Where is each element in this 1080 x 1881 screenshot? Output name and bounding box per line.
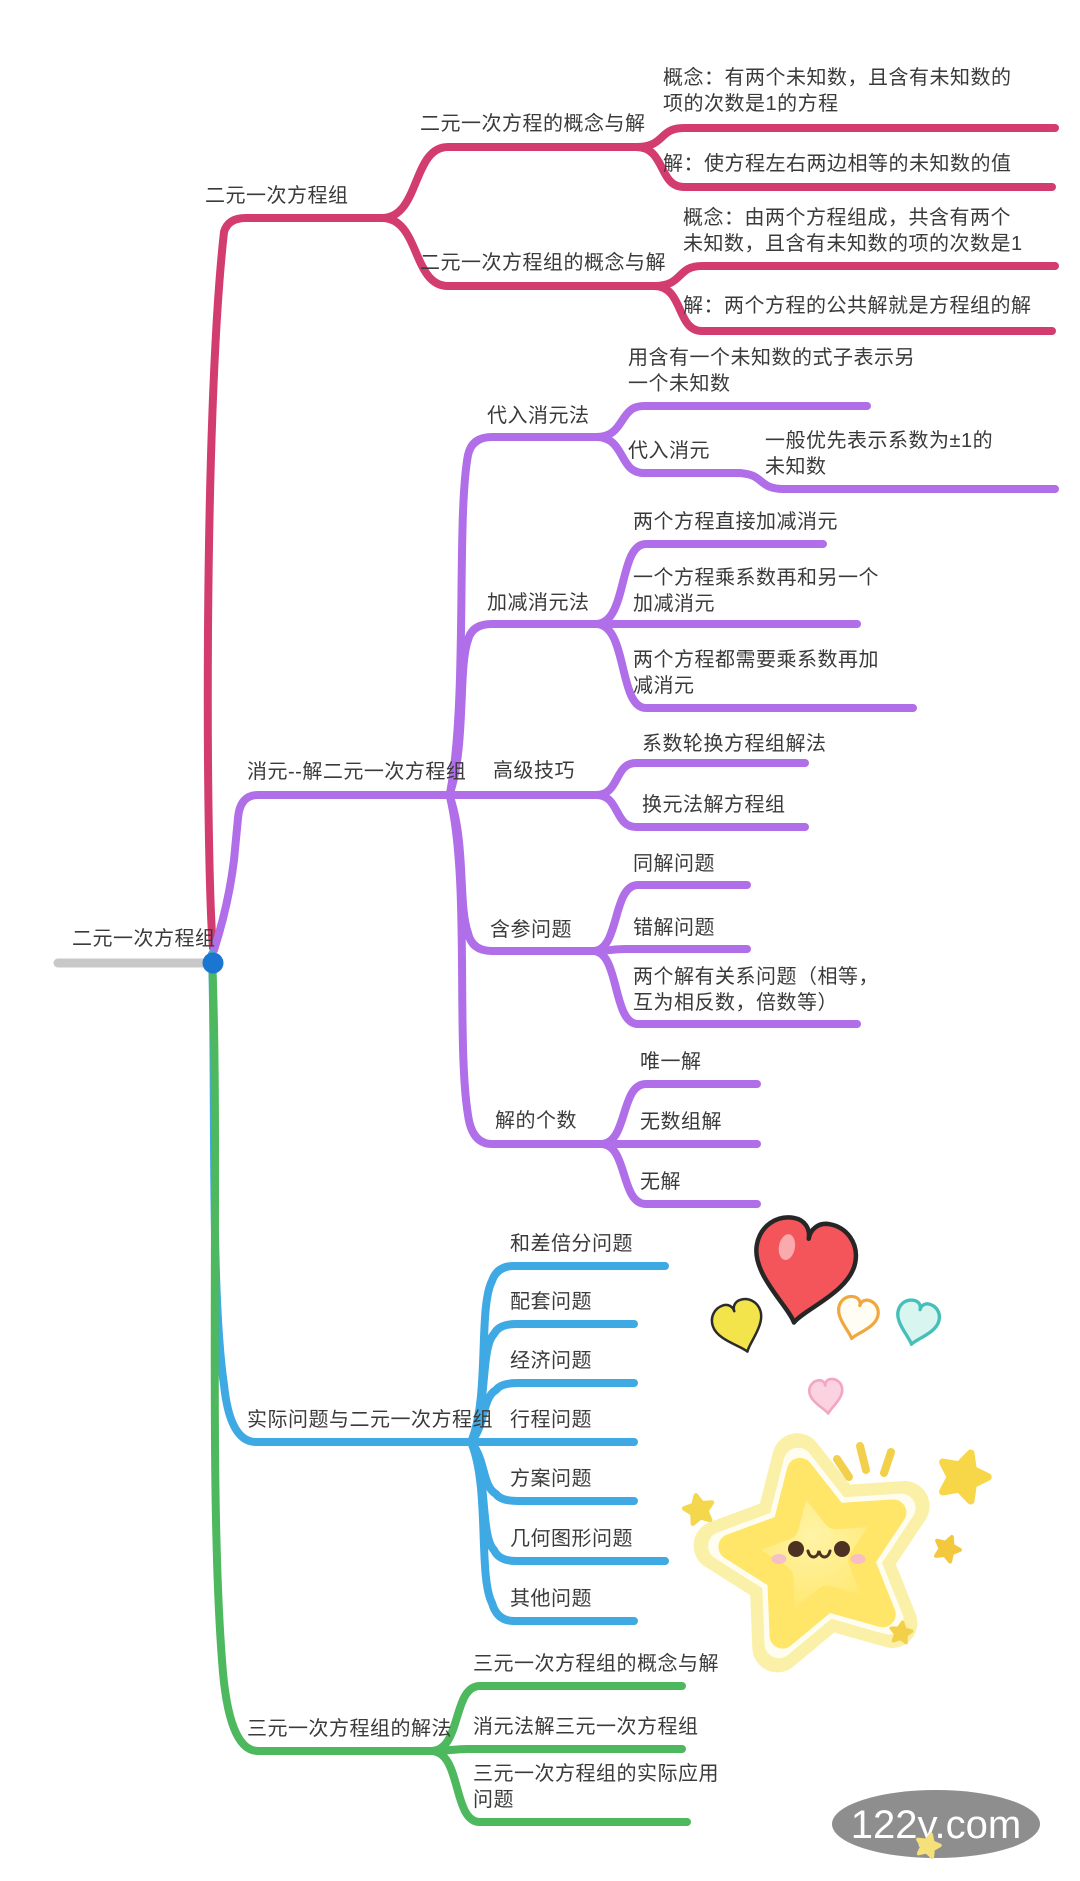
branch-elimination-connectors — [210, 402, 1059, 1208]
node-params: 含参问题 — [490, 919, 572, 941]
teal-heart-icon — [891, 1297, 942, 1349]
small-star-icon — [682, 1492, 716, 1524]
node-advanced-change-var: 换元法解方程组 — [642, 794, 786, 816]
red-heart-icon — [745, 1212, 861, 1331]
node-addsub-one-mul: 一个方程乘系数再和另一个 加减消元 — [633, 567, 879, 615]
node-count-infinite: 无数组解 — [640, 1111, 722, 1133]
watermark: 122y.com — [832, 1790, 1040, 1858]
node-params-related: 两个解有关系问题（相等， 互为相反数，倍数等） — [633, 966, 879, 1014]
node-branch-three-var: 三元一次方程组的解法 — [247, 1718, 452, 1740]
node-branch-concepts: 二元一次方程组 — [205, 185, 349, 207]
node-solution-count: 解的个数 — [495, 1110, 577, 1132]
node-three-application: 三元一次方程组的实际应用 问题 — [473, 1763, 719, 1811]
small-star-icon — [932, 1532, 964, 1563]
node-eq-solution: 解：使方程左右两边相等的未知数的值 — [663, 153, 1012, 175]
node-addsub-both-mul: 两个方程都需要乘系数再加 减消元 — [633, 649, 879, 697]
node-addsub-method: 加减消元法 — [487, 592, 590, 614]
node-substitution-tip: 一般优先表示系数为±1的 未知数 — [765, 430, 994, 478]
pink-heart-icon — [808, 1378, 844, 1415]
root-anchor-dot — [202, 952, 224, 974]
node-eq-concept-solution: 二元一次方程的概念与解 — [420, 113, 646, 135]
node-params-wrong: 错解问题 — [633, 917, 715, 939]
branch-concepts-connectors — [203, 124, 1059, 952]
star-face — [771, 1541, 866, 1564]
branch-applications-connectors — [208, 950, 669, 1625]
branch-three-var-connectors — [208, 952, 691, 1826]
node-advanced: 高级技巧 — [493, 760, 575, 782]
node-app-qita: 其他问题 — [510, 1588, 592, 1610]
node-branch-applications: 实际问题与二元一次方程组 — [247, 1409, 493, 1431]
node-root: 二元一次方程组 — [72, 928, 216, 950]
root-node-base — [53, 952, 224, 974]
node-substitution-method: 代入消元法 — [487, 405, 590, 427]
node-app-fangan: 方案问题 — [510, 1468, 592, 1490]
watermark-text: 122y.com — [851, 1803, 1021, 1847]
node-count-unique: 唯一解 — [640, 1051, 702, 1073]
node-params-same: 同解问题 — [633, 853, 715, 875]
node-system-concept-solution: 二元一次方程组的概念与解 — [420, 252, 666, 274]
sparkle-icon — [833, 1442, 895, 1481]
small-star-icon — [934, 1446, 993, 1504]
node-branch-elimination: 消元--解二元一次方程组 — [247, 761, 467, 783]
node-system-solution: 解：两个方程的公共解就是方程组的解 — [683, 295, 1032, 317]
node-app-xingcheng: 行程问题 — [510, 1409, 592, 1431]
node-count-none: 无解 — [640, 1171, 681, 1193]
node-addsub-direct: 两个方程直接加减消元 — [633, 511, 838, 533]
big-star-icon — [704, 1438, 928, 1654]
node-three-concept: 三元一次方程组的概念与解 — [473, 1653, 719, 1675]
watermark-ellipse — [832, 1790, 1040, 1858]
node-app-hechabeifen: 和差倍分问题 — [510, 1233, 633, 1255]
node-substitution-step: 代入消元 — [628, 440, 710, 462]
node-three-method: 消元法解三元一次方程组 — [473, 1716, 699, 1738]
node-eq-concept: 概念：有两个未知数，且含有未知数的 项的次数是1的方程 — [663, 67, 1012, 115]
star-decoration — [682, 1438, 993, 1654]
node-app-jihetuxing: 几何图形问题 — [510, 1528, 633, 1550]
node-app-jingji: 经济问题 — [510, 1350, 592, 1372]
node-system-concept: 概念：由两个方程组成，共含有两个 未知数，且含有未知数的项的次数是1 — [683, 207, 1023, 255]
hearts-decoration — [708, 1212, 943, 1415]
node-advanced-rotate: 系数轮换方程组解法 — [642, 733, 827, 755]
yellow-heart-icon — [708, 1295, 771, 1359]
orange-heart-icon — [832, 1294, 881, 1344]
node-substitution-express: 用含有一个未知数的式子表示另 一个未知数 — [628, 347, 915, 395]
node-app-peitao: 配套问题 — [510, 1291, 592, 1313]
